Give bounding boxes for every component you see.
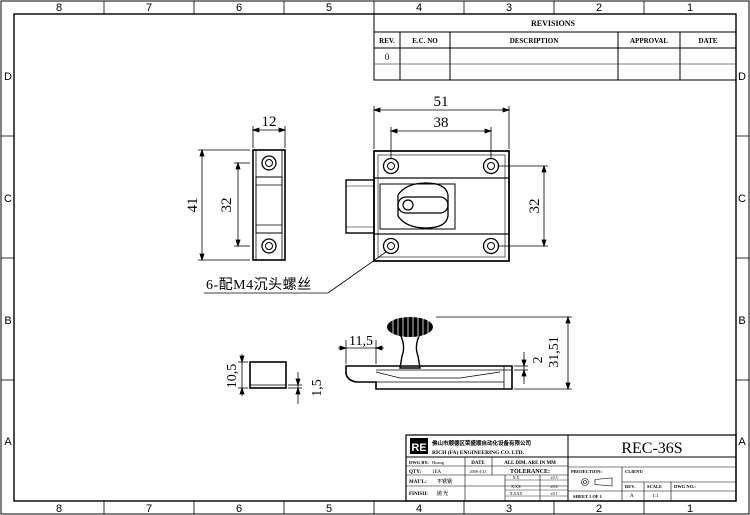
tolerance-label: TOLERANCE: xyxy=(510,469,550,475)
bolt-side-view xyxy=(345,317,513,390)
col-label: 5 xyxy=(326,503,332,515)
tol-key: X.XXX xyxy=(510,491,523,496)
company-name-cn: 佛山市顺德区荣盛顺自动化设备有限公司 xyxy=(431,439,531,447)
finish-label: FINISH: xyxy=(409,492,428,497)
scale-label: SCALE xyxy=(647,484,662,489)
col-label: 5 xyxy=(326,2,332,14)
col-label: 2 xyxy=(596,2,602,14)
col-label: 6 xyxy=(236,503,242,515)
tol-val: ±0.5 xyxy=(550,475,557,480)
col-label: 1 xyxy=(687,503,693,515)
dim-knob-offset: 11,5 xyxy=(349,334,373,349)
tol-key: X.X xyxy=(513,475,520,480)
keeper-dims xyxy=(198,126,287,262)
screw-note: 6-配M4沉头螺丝 xyxy=(206,277,312,293)
description-header: DESCRIPTION xyxy=(510,37,559,45)
rev-value: 0 xyxy=(385,52,390,62)
dim-left-outer: 41 xyxy=(185,198,201,213)
col-label: 4 xyxy=(416,503,422,515)
logo-text: RE xyxy=(411,442,426,454)
dim-right-small: 2 xyxy=(531,357,546,364)
row-label: D xyxy=(4,71,12,83)
date-header: DATE xyxy=(699,37,718,45)
dim-main-inner: 38 xyxy=(434,115,449,131)
client-label: CLIENT: xyxy=(625,469,644,474)
part-number: REC-36S xyxy=(621,440,682,457)
bolt-top-view xyxy=(345,150,510,262)
revisions-table: REVISIONS REV. E.C. NO DESCRIPTION APPRO… xyxy=(373,13,737,81)
keeper-side-view xyxy=(249,361,287,389)
bolt-top-dims xyxy=(204,106,548,294)
matl-value: 不锈钢 xyxy=(437,478,452,485)
dim-left-inner: 32 xyxy=(219,198,235,213)
col-label: 3 xyxy=(506,503,512,515)
title-block: RE 佛山市顺德区荣盛顺自动化设备有限公司 RICH (FA) ENGINEER… xyxy=(405,434,737,502)
keeper-front-view xyxy=(252,149,286,261)
bolt-side-dims xyxy=(338,315,572,391)
company-name-en: RICH (FA) ENGINEERING CO. LTD. xyxy=(432,449,525,456)
row-label: C xyxy=(4,193,12,205)
rev-label: REV. xyxy=(625,484,635,489)
col-label: 8 xyxy=(56,503,62,515)
tol-val: ±0.2 xyxy=(550,484,557,489)
row-label: A xyxy=(4,436,12,448)
finish-value: 抛 光 xyxy=(437,490,448,497)
row-label: C xyxy=(738,193,746,205)
dim-main-height: 32 xyxy=(527,199,543,214)
approval-header: APPROVAL xyxy=(630,37,668,45)
col-label: 4 xyxy=(416,2,422,14)
row-label: A xyxy=(738,436,746,448)
col-label: 6 xyxy=(236,2,242,14)
tol-key: X.XX xyxy=(511,484,521,489)
row-label: B xyxy=(738,315,745,327)
company-logo xyxy=(410,438,428,454)
qty-value: 1EA xyxy=(432,470,442,475)
dwg-by-value: Huang xyxy=(432,460,445,465)
dim-bottom-left-thickness: 1,5 xyxy=(310,379,325,397)
dwg-by-label: DWG BY: xyxy=(409,460,429,465)
projection-label: PROJECTION: xyxy=(571,469,603,474)
col-label: 7 xyxy=(146,2,152,14)
rev-header: REV. xyxy=(379,37,395,45)
tol-val: ±0.1 xyxy=(550,491,557,496)
qty-label: QTY: xyxy=(409,470,421,475)
dwg-no-label: DWG NO.: xyxy=(674,484,696,489)
rev-value: A xyxy=(630,494,634,499)
sheet-info: SHEET 1 OF 1 xyxy=(573,494,603,499)
dim-right-total: 31,51 xyxy=(547,336,562,368)
date-value: 2008-4-23 xyxy=(470,469,487,474)
scale-value: 1:1 xyxy=(652,494,659,499)
projection-symbol-icon xyxy=(581,477,613,487)
col-label: 7 xyxy=(146,503,152,515)
date-label: DATE xyxy=(471,461,485,466)
dim-top-width: 12 xyxy=(262,114,277,130)
dim-main-outer: 51 xyxy=(434,94,449,110)
col-label: 2 xyxy=(596,503,602,515)
keeper-side-dims xyxy=(238,354,302,404)
matl-label: MAT'L: xyxy=(409,480,427,485)
col-label: 1 xyxy=(687,2,693,14)
ec-header: E.C. NO xyxy=(412,37,438,45)
row-label: D xyxy=(738,71,746,83)
col-label: 3 xyxy=(506,2,512,14)
grid-labels: 8 7 6 5 4 3 2 1 8 7 6 5 4 3 2 1 D C B A … xyxy=(4,2,746,515)
row-label: B xyxy=(4,315,11,327)
revisions-title: REVISIONS xyxy=(531,19,576,28)
dim-bottom-left-height: 10,5 xyxy=(225,364,240,389)
col-label: 8 xyxy=(56,2,62,14)
dim-note: ALL DIM. ARE IN MM xyxy=(504,461,556,466)
